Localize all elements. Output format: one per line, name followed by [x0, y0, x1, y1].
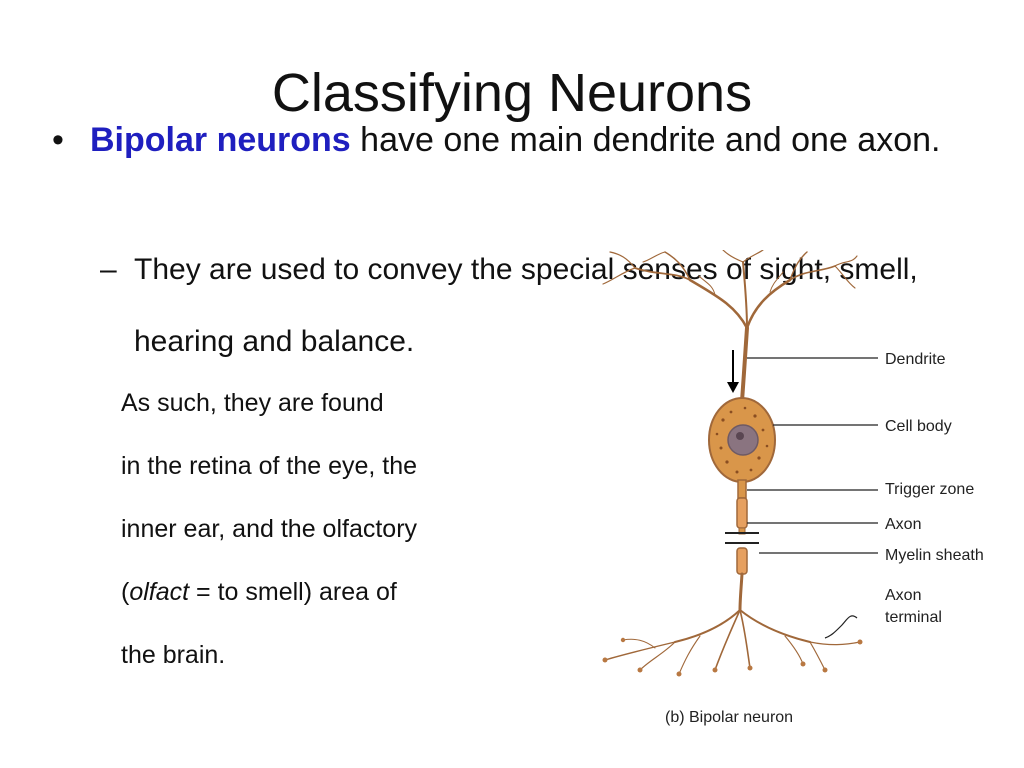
axon-terminal-tree [604, 572, 861, 675]
label-axon-terminal-1: Axon [885, 587, 921, 604]
bullet-rest: have one main dendrite and one axon. [360, 121, 941, 159]
paragraph-line-3: inner ear, and the olfactory [121, 515, 418, 543]
arrow [727, 350, 739, 393]
figure-caption: (b) Bipolar neuron [665, 709, 793, 726]
cell-body-texture [715, 406, 769, 474]
olfact-term: olfact [129, 578, 190, 606]
label-cell-body: Cell body [885, 418, 952, 435]
slide-title: Classifying Neurons [271, 63, 753, 123]
paren-open: ( [121, 578, 130, 606]
paragraph-line-4: (olfact = to smell) area of [121, 561, 541, 624]
sub-bullet-text: They are used to convey the special sens… [134, 253, 918, 358]
label-axon: Axon [885, 516, 921, 533]
terminal-bulbs [602, 637, 863, 677]
bullet-highlight: Bipolar neurons [90, 121, 351, 159]
bullet-text: Bipolar neurons have one main dendrite a… [90, 112, 952, 168]
sub-bullet: – They are used to convey the special se… [100, 234, 980, 378]
sub-bullet-dash: – [100, 253, 117, 286]
axon-shaft [725, 479, 759, 575]
body-paragraph: As such, they are found in the retina of… [121, 372, 541, 687]
main-bullet: • Bipolar neurons have one main dendrite… [52, 112, 952, 168]
paragraph-line-1: As such, they are found [121, 389, 384, 417]
paragraph-line-4-rest: = to smell) area of [189, 578, 397, 606]
label-axon-terminal-2: terminal [885, 609, 942, 626]
label-trigger-zone: Trigger zone [885, 481, 974, 498]
bipolar-neuron-diagram: Dendrite Cell body Trigger zone Axon Mye… [602, 250, 984, 726]
label-lines [747, 357, 878, 639]
paragraph-line-2: in the retina of the eye, the [121, 452, 418, 480]
label-myelin-sheath: Myelin sheath [885, 547, 984, 564]
paragraph-line-5: the brain. [121, 641, 226, 669]
label-dendrite: Dendrite [885, 351, 946, 368]
cell-body [708, 397, 776, 483]
bullet-dot: • [52, 121, 64, 159]
bipolar-neuron-figure: Dendrite Cell body Trigger zone Axon Mye… [595, 250, 1015, 740]
